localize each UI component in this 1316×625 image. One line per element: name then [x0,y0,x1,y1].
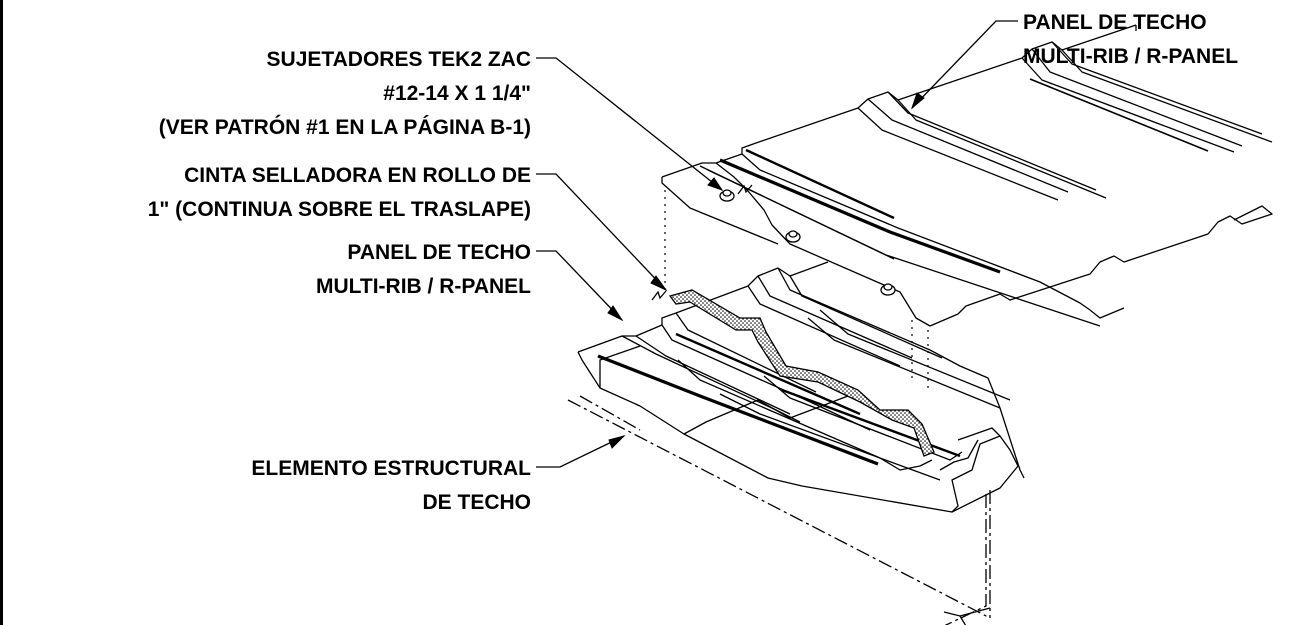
leader-lines [536,20,1018,468]
fastener-screw [719,189,735,202]
upper-panel-label-line-1: PANEL DE TECHO [1023,11,1207,34]
fastener-screw [785,230,801,243]
structural-label-line-1: ELEMENTO ESTRUCTURAL [251,457,531,480]
structural-member-solid-edges [943,607,991,625]
sealant-label-line-2: 1" (CONTINUA SOBRE EL TRASLAPE) [148,198,531,221]
upper-panel-break-mark [737,184,753,195]
fasteners-label-line-3: (VER PATRÓN #1 EN LA PÁGINA B-1) [159,115,531,139]
lower-roof-panel [577,261,1025,513]
sealant-label-line-1: CINTA SELLADORA EN ROLLO DE [184,164,531,187]
fasteners-label-line-2: #12-14 X 1 1/4" [383,82,531,105]
fasteners-label-line-1: SUJETADORES TEK2 ZAC [267,48,531,71]
lower-panel-label-line-1: PANEL DE TECHO [347,241,531,264]
lower-panel-break-mark [651,290,667,301]
structural-label-line-2: DE TECHO [422,491,531,514]
upper-roof-panel [661,24,1273,327]
upper-panel-label-line-2: MULTI-RIB / R-PANEL [1023,45,1238,68]
sealant-tape [668,289,935,457]
leader-arrowheads [607,92,925,449]
lower-panel-label-line-2: MULTI-RIB / R-PANEL [316,275,531,298]
structural-member [567,395,991,625]
projection-lines [664,190,929,390]
fastener-screw [880,283,896,296]
